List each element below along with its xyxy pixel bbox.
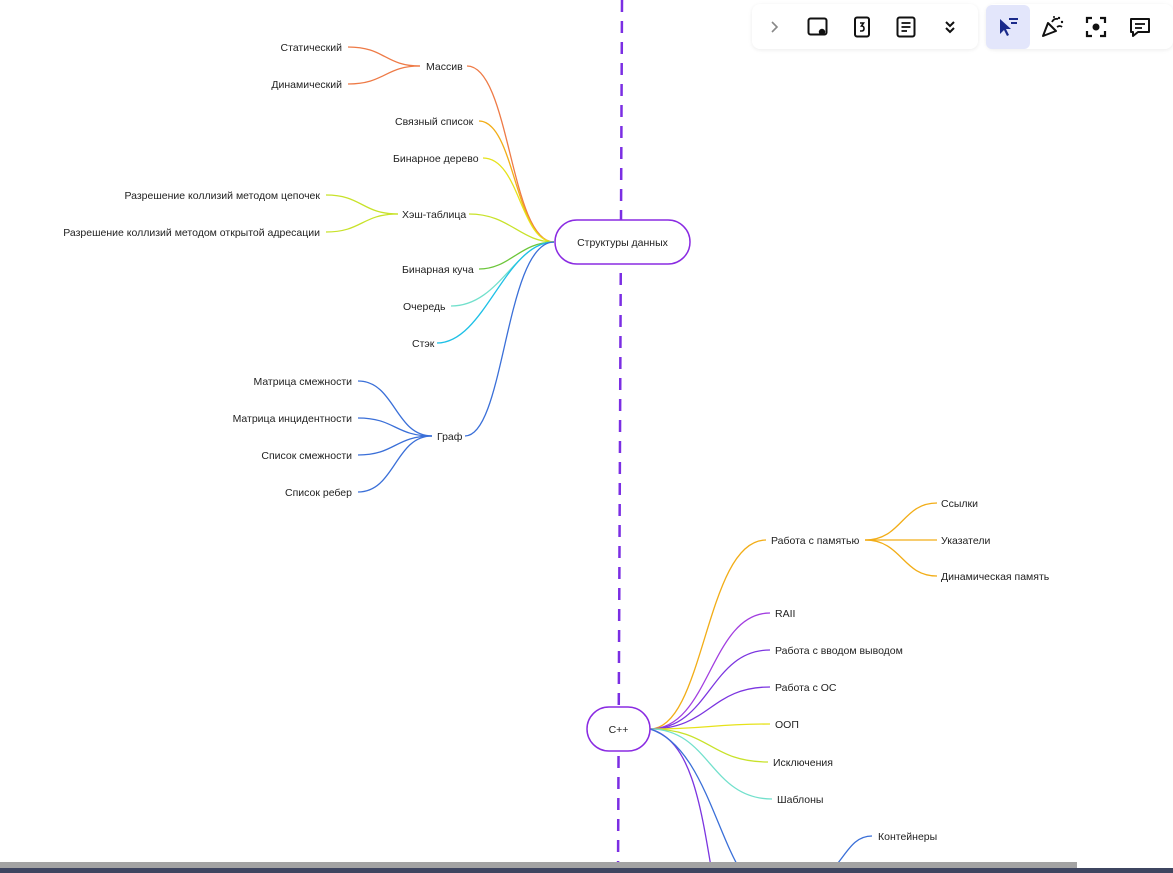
node-hash-table[interactable]: Хэш-таблица <box>402 209 466 221</box>
connector-templates <box>649 728 773 800</box>
node-memory[interactable]: Работа с памятью <box>771 535 859 547</box>
connector-linked-list <box>478 120 555 243</box>
comment-icon <box>1130 17 1150 37</box>
node-binary-tree[interactable]: Бинарное дерево <box>393 153 479 165</box>
node-raii[interactable]: RAII <box>775 608 795 620</box>
connector-os <box>649 686 771 730</box>
node-open-addressing[interactable]: Разрешение коллизий методом открытой адр… <box>63 227 320 239</box>
node-adj-matrix[interactable]: Матрица смежности <box>253 376 352 388</box>
connector-exceptions <box>649 728 769 763</box>
document-icon <box>896 16 916 37</box>
node-templates[interactable]: Шаблоны <box>777 794 823 806</box>
node-data-structures-label: Структуры данных <box>577 237 669 249</box>
connector-open-addressing <box>325 213 399 233</box>
connector-oop <box>649 723 771 730</box>
cpp-connectors <box>649 502 938 873</box>
board-toolbar-left <box>752 4 978 49</box>
connector-io <box>649 649 771 730</box>
node-pointers[interactable]: Указатели <box>941 535 990 547</box>
node-edge-list[interactable]: Список ребер <box>285 487 352 499</box>
bottom-bar <box>0 868 1173 873</box>
chevron-right-icon <box>771 20 779 33</box>
celebrate-button[interactable] <box>1030 5 1074 49</box>
celebrate-icon <box>1042 15 1064 37</box>
node-adj-list[interactable]: Список смежности <box>261 450 352 462</box>
node-exceptions[interactable]: Исключения <box>773 757 833 769</box>
connector-adj-matrix <box>357 380 433 437</box>
connector-inc-matrix <box>357 417 433 437</box>
node-chaining[interactable]: Разрешение коллизий методом цепочек <box>124 190 320 202</box>
comment-button[interactable] <box>1118 5 1162 49</box>
document-button[interactable] <box>884 5 928 49</box>
node-queue[interactable]: Очередь <box>403 301 446 313</box>
expand-toolbar-button[interactable] <box>752 5 796 49</box>
node-linked-list[interactable]: Связный список <box>395 116 474 128</box>
focus-button[interactable] <box>1074 5 1118 49</box>
connector-binary-tree <box>482 157 555 243</box>
horizontal-scrollbar[interactable] <box>0 862 1077 868</box>
connector-static <box>347 46 421 67</box>
double-chevron-down-icon <box>945 20 955 33</box>
node-static[interactable]: Статический <box>281 42 343 54</box>
select-cursor-icon <box>1000 17 1018 36</box>
connector-refs <box>864 502 938 541</box>
connector-array <box>466 65 555 243</box>
node-containers[interactable]: Контейнеры <box>878 831 937 843</box>
node-oop[interactable]: ООП <box>775 719 799 731</box>
node-io[interactable]: Работа с вводом выводом <box>775 645 903 657</box>
node-graph[interactable]: Граф <box>437 431 463 443</box>
connector-edge-list <box>357 435 433 493</box>
node-stack[interactable]: Стэк <box>412 338 435 350</box>
connector-dyn-memory <box>864 539 938 577</box>
more-tools-button[interactable] <box>928 5 972 49</box>
card-icon <box>854 16 870 37</box>
focus-icon <box>1085 16 1107 37</box>
node-dynamic[interactable]: Динамический <box>271 79 342 91</box>
frame-button[interactable] <box>796 5 840 49</box>
node-data-structures[interactable] <box>554 219 691 265</box>
connector-chaining <box>325 194 399 215</box>
connector-memory <box>649 539 767 730</box>
board-toolbar-right <box>986 4 1173 49</box>
node-binary-heap[interactable]: Бинарная куча <box>402 264 474 276</box>
frame-icon <box>807 17 828 35</box>
node-cpp-label: C++ <box>609 724 629 736</box>
connector-raii <box>649 612 771 730</box>
connector-adj-list <box>357 435 433 456</box>
node-cpp[interactable] <box>586 706 651 752</box>
connector-stack <box>436 241 555 344</box>
card-button[interactable] <box>840 5 884 49</box>
node-inc-matrix[interactable]: Матрица инцидентности <box>233 413 353 425</box>
node-refs[interactable]: Ссылки <box>941 498 978 510</box>
data-structures-connectors <box>325 46 555 493</box>
node-os[interactable]: Работа с ОС <box>775 682 837 694</box>
node-array[interactable]: Массив <box>426 61 463 73</box>
connector-graph <box>464 241 555 437</box>
connector-offscreen-2 <box>649 728 743 873</box>
select-button[interactable] <box>986 4 1030 49</box>
connector-hash-table <box>468 213 555 243</box>
connector-dynamic <box>347 65 421 85</box>
node-dyn-memory[interactable]: Динамическая память <box>941 571 1050 583</box>
